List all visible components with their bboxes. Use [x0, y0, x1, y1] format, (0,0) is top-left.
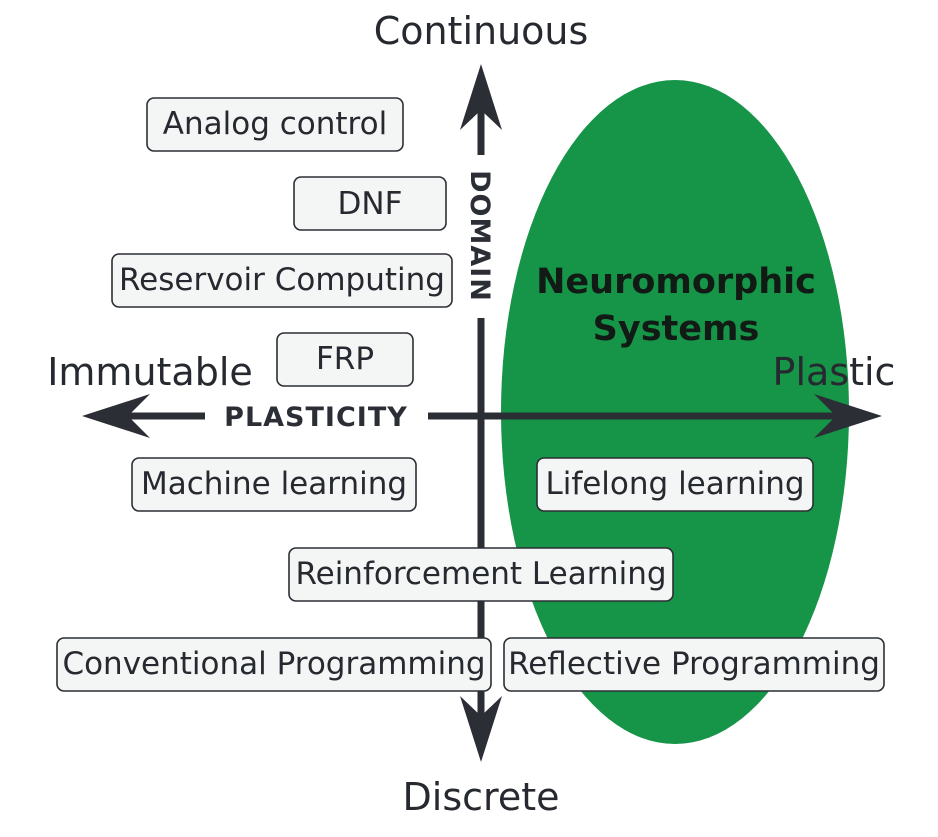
box-frp: FRP — [276, 332, 414, 387]
arrow-left-icon — [82, 394, 150, 438]
box-lifelong-learning: Lifelong learning — [536, 457, 814, 512]
domain-axis-name: DOMAIN — [464, 170, 495, 302]
box-reflective-programming-label: Reflective Programming — [508, 646, 880, 682]
box-dnf-label: DNF — [338, 186, 403, 222]
box-analog-control: Analog control — [146, 97, 404, 152]
box-reservoir-computing: Reservoir Computing — [111, 253, 453, 308]
arrow-up-icon — [460, 64, 502, 130]
box-machine-learning: Machine learning — [131, 457, 417, 512]
region-label-line2: Systems — [593, 309, 760, 349]
box-conventional-programming-label: Conventional Programming — [62, 646, 485, 682]
arrow-right-icon — [814, 394, 882, 438]
discrete-label: Discrete — [403, 775, 560, 819]
immutable-label: Immutable — [47, 350, 253, 394]
box-dnf: DNF — [293, 176, 447, 231]
box-reinforcement-learning: Reinforcement Learning — [288, 547, 674, 602]
plasticity-axis: PLASTICITY — [82, 394, 882, 438]
plastic-label: Plastic — [773, 350, 896, 394]
box-frp-label: FRP — [316, 341, 374, 377]
plasticity-axis-name: PLASTICITY — [224, 402, 408, 433]
box-reservoir-computing-label: Reservoir Computing — [119, 262, 445, 298]
domain-axis: DOMAIN — [460, 64, 502, 762]
box-machine-learning-label: Machine learning — [141, 466, 407, 502]
box-lifelong-learning-label: Lifelong learning — [545, 466, 804, 502]
arrow-down-icon — [460, 696, 502, 762]
box-conventional-programming: Conventional Programming — [56, 637, 492, 692]
box-reflective-programming: Reflective Programming — [503, 637, 885, 692]
region-label-line1: Neuromorphic — [536, 262, 816, 302]
continuous-label: Continuous — [374, 9, 589, 53]
box-reinforcement-learning-label: Reinforcement Learning — [295, 556, 666, 592]
box-analog-control-label: Analog control — [163, 106, 387, 142]
